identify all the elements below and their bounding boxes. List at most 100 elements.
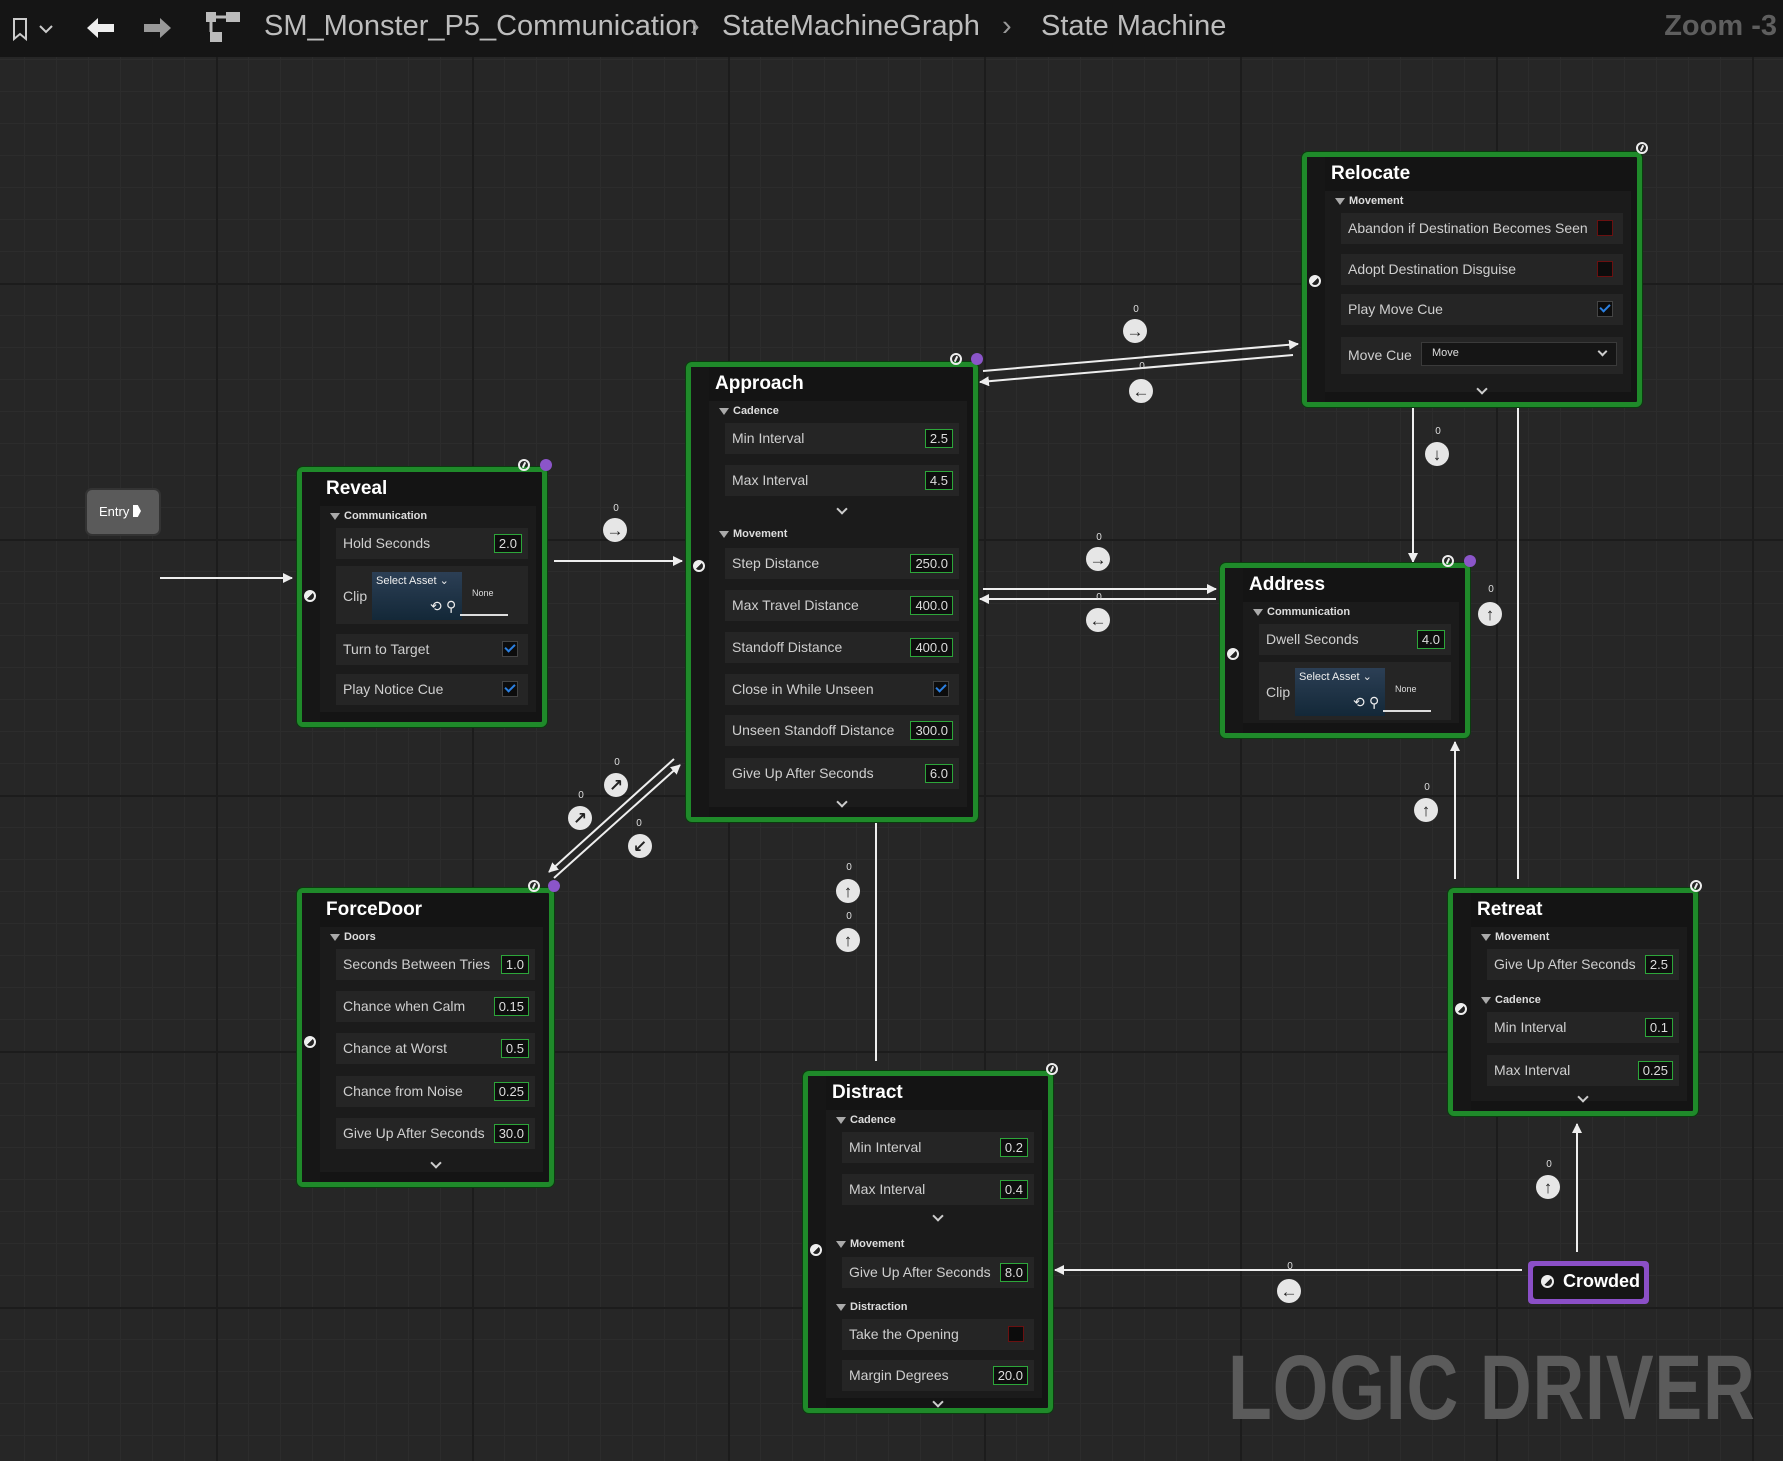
give-up-after-seconds-input[interactable]: 30.0 [493, 1124, 529, 1143]
transition-approach-forcedoor[interactable]: ↙ [628, 834, 652, 858]
max-interval-input[interactable]: 4.5 [924, 471, 953, 490]
max-interval-input[interactable]: 0.4 [999, 1180, 1028, 1199]
state-node-relocate[interactable]: Relocate Movement Abandon if Destination… [1302, 152, 1642, 407]
use-selected-icon[interactable]: ⟲ [430, 598, 442, 614]
node-drag-handle-icon[interactable] [693, 560, 705, 572]
node-relocate-info-icon[interactable] [1636, 142, 1648, 154]
expand-chevron-icon[interactable] [838, 505, 848, 515]
node-retreat-info-icon[interactable] [1690, 880, 1702, 892]
category-communication[interactable]: Communication [330, 510, 427, 522]
category-distraction[interactable]: Distraction [836, 1301, 907, 1313]
state-node-forcedoor[interactable]: ForceDoor Doors Seconds Between Tries 1.… [297, 888, 554, 1187]
category-communication[interactable]: Communication [1253, 606, 1350, 618]
expand-chevron-icon[interactable] [1478, 385, 1488, 395]
min-interval-input[interactable]: 0.1 [1644, 1018, 1673, 1037]
chance-at-worst-input[interactable]: 0.5 [500, 1039, 529, 1058]
min-interval-input[interactable]: 2.5 [924, 429, 953, 448]
transition-reveal-approach[interactable]: → [603, 518, 627, 542]
min-interval-input[interactable]: 0.2 [999, 1138, 1028, 1157]
abandon-checkbox[interactable] [1597, 220, 1613, 236]
forward-button[interactable] [138, 12, 178, 44]
expand-chevron-icon[interactable] [934, 1398, 944, 1408]
expand-chevron-icon[interactable] [934, 1212, 944, 1222]
back-button[interactable] [80, 12, 120, 44]
category-doors[interactable]: Doors [330, 931, 376, 943]
give-up-after-seconds-input[interactable]: 8.0 [999, 1263, 1028, 1282]
transition-retreat-address[interactable]: ↑ [1414, 798, 1438, 822]
transition-distract-approach-2[interactable]: ↑ [836, 928, 860, 952]
node-forcedoor-info-icon[interactable] [528, 880, 540, 892]
entry-node[interactable]: Entry [87, 490, 159, 534]
clip-asset-thumbnail[interactable]: Select Asset ⌄ ⟲ ⚲ [1295, 668, 1385, 716]
transition-relocate-address[interactable]: ↓ [1425, 442, 1449, 466]
category-cadence[interactable]: Cadence [1481, 994, 1541, 1006]
browse-search-icon[interactable]: ⚲ [1369, 694, 1380, 710]
transition-relocate-approach[interactable]: ← [1129, 379, 1153, 403]
turn-to-target-checkbox[interactable] [502, 641, 518, 657]
node-reveal-info-icon[interactable] [518, 459, 530, 471]
transition-distract-approach[interactable]: ↑ [836, 879, 860, 903]
breadcrumb-graph[interactable]: StateMachineGraph [722, 10, 980, 42]
select-asset-dropdown[interactable]: Select Asset ⌄ [1299, 671, 1372, 683]
give-up-after-seconds-input[interactable]: 2.5 [1644, 955, 1673, 974]
give-up-after-seconds-input[interactable]: 6.0 [924, 764, 953, 783]
category-movement[interactable]: Movement [836, 1238, 904, 1250]
node-distract-info-icon[interactable] [1046, 1063, 1058, 1075]
expand-chevron-icon[interactable] [432, 1159, 442, 1169]
state-node-retreat[interactable]: Retreat Movement Give Up After Seconds 2… [1448, 888, 1698, 1116]
play-notice-cue-checkbox[interactable] [502, 681, 518, 697]
play-move-cue-checkbox[interactable] [1597, 301, 1613, 317]
max-interval-input[interactable]: 0.25 [1637, 1061, 1673, 1080]
transition-crowded-distract[interactable]: ← [1277, 1279, 1301, 1303]
node-drag-handle-icon[interactable] [1309, 275, 1321, 287]
graph-canvas[interactable]: 0 → 0 → 0 ← 0 → 0 ← 0 ↓ 0 ↑ 0 ↑ 0 ↗ 0 ↗ … [0, 57, 1783, 1461]
node-drag-handle-icon[interactable] [1541, 1275, 1554, 1288]
clip-asset-thumbnail[interactable]: Select Asset ⌄ ⟲ ⚲ [372, 572, 462, 620]
state-node-crowded[interactable]: Crowded [1528, 1261, 1649, 1304]
expand-chevron-icon[interactable] [838, 798, 848, 808]
unseen-standoff-distance-input[interactable]: 300.0 [910, 721, 953, 740]
standoff-distance-input[interactable]: 400.0 [910, 638, 953, 657]
hold-seconds-input[interactable]: 2.0 [493, 534, 522, 553]
adopt-checkbox[interactable] [1597, 261, 1613, 277]
node-drag-handle-icon[interactable] [1227, 648, 1239, 660]
state-node-reveal[interactable]: Reveal Communication Hold Seconds 2.0 Cl… [297, 467, 547, 727]
breadcrumb-asset[interactable]: SM_Monster_P5_Communication [264, 10, 698, 42]
transition-forcedoor-approach-2[interactable]: ↗ [568, 806, 592, 830]
use-selected-icon[interactable]: ⟲ [1353, 694, 1365, 710]
bookmark-button[interactable] [8, 14, 56, 44]
expand-chevron-icon[interactable] [1579, 1093, 1589, 1103]
node-drag-handle-icon[interactable] [304, 590, 316, 602]
transition-address-approach[interactable]: ← [1086, 608, 1110, 632]
max-travel-distance-input[interactable]: 400.0 [910, 596, 953, 615]
close-in-while-unseen-checkbox[interactable] [933, 681, 949, 697]
state-node-address[interactable]: Address Communication Dwell Seconds 4.0 … [1220, 563, 1470, 738]
dwell-seconds-input[interactable]: 4.0 [1416, 630, 1445, 649]
node-address-info-icon[interactable] [1442, 555, 1454, 567]
move-cue-dropdown[interactable]: Move [1421, 342, 1617, 366]
state-node-distract[interactable]: Distract Cadence Min Interval 0.2 Max In… [803, 1071, 1053, 1413]
category-movement[interactable]: Movement [1481, 931, 1549, 943]
browse-search-icon[interactable]: ⚲ [446, 598, 457, 614]
transition-retreat-relocate[interactable]: ↑ [1478, 602, 1502, 626]
transition-crowded-retreat[interactable]: ↑ [1536, 1175, 1560, 1199]
category-cadence[interactable]: Cadence [719, 405, 779, 417]
seconds-between-tries-input[interactable]: 1.0 [500, 955, 529, 974]
take-the-opening-checkbox[interactable] [1008, 1326, 1024, 1342]
node-drag-handle-icon[interactable] [304, 1036, 316, 1048]
transition-approach-address[interactable]: → [1086, 547, 1110, 571]
select-asset-dropdown[interactable]: Select Asset ⌄ [376, 575, 449, 587]
state-node-approach[interactable]: Approach Cadence Min Interval 2.5 Max In… [686, 362, 978, 822]
node-drag-handle-icon[interactable] [1455, 1003, 1467, 1015]
margin-degrees-input[interactable]: 20.0 [992, 1366, 1028, 1385]
category-movement[interactable]: Movement [719, 528, 787, 540]
category-movement[interactable]: Movement [1335, 195, 1403, 207]
chance-from-noise-input[interactable]: 0.25 [493, 1082, 529, 1101]
transition-forcedoor-approach[interactable]: ↗ [604, 773, 628, 797]
transition-approach-relocate[interactable]: → [1123, 319, 1147, 343]
node-approach-info-icon[interactable] [950, 353, 962, 365]
category-cadence[interactable]: Cadence [836, 1114, 896, 1126]
step-distance-input[interactable]: 250.0 [910, 554, 953, 573]
chance-when-calm-input[interactable]: 0.15 [493, 997, 529, 1016]
node-drag-handle-icon[interactable] [810, 1244, 822, 1256]
